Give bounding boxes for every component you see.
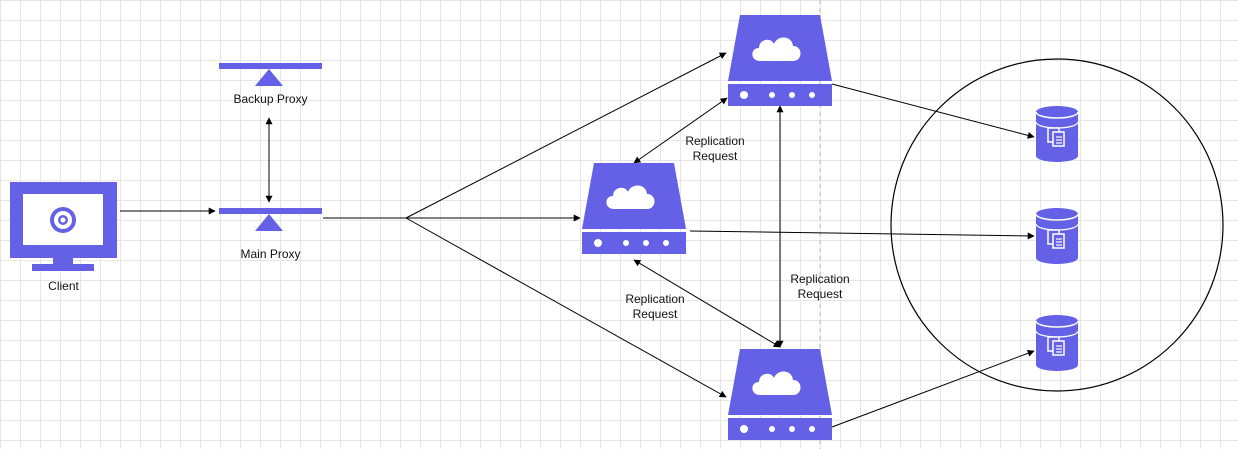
edge-proxy-to-server-bottom bbox=[405, 217, 727, 398]
storage-cluster-circle bbox=[890, 58, 1224, 392]
edge-replication-top-middle bbox=[633, 97, 728, 164]
replication-label-left: Replication Request bbox=[625, 292, 685, 321]
client-label: Client bbox=[48, 279, 79, 293]
backup-proxy-label: Backup Proxy bbox=[233, 92, 308, 106]
edge-server-top-to-db-1 bbox=[831, 83, 1035, 139]
main-proxy-label: Main Proxy bbox=[240, 247, 301, 261]
edge-replication-middle-bottom bbox=[633, 259, 781, 348]
database-documents-icon bbox=[1035, 208, 1079, 264]
database-documents-icon bbox=[1035, 106, 1079, 162]
replication-label-right: Replication Request bbox=[790, 272, 850, 301]
cloud-server-icon bbox=[728, 15, 832, 106]
database-documents-icon bbox=[1035, 315, 1079, 371]
cloud-server-icon bbox=[728, 349, 832, 440]
monitor-icon bbox=[10, 182, 117, 271]
edges bbox=[120, 52, 1035, 428]
cloud-server-icon bbox=[582, 163, 686, 254]
edge-proxy-to-server-top bbox=[405, 52, 727, 219]
main-proxy-icon bbox=[219, 208, 322, 231]
backup-proxy-icon bbox=[219, 63, 322, 86]
edge-server-bottom-to-db-3 bbox=[831, 349, 1035, 428]
edge-server-middle-to-db-2 bbox=[689, 230, 1035, 240]
replication-label-top: Replication Request bbox=[685, 134, 745, 163]
